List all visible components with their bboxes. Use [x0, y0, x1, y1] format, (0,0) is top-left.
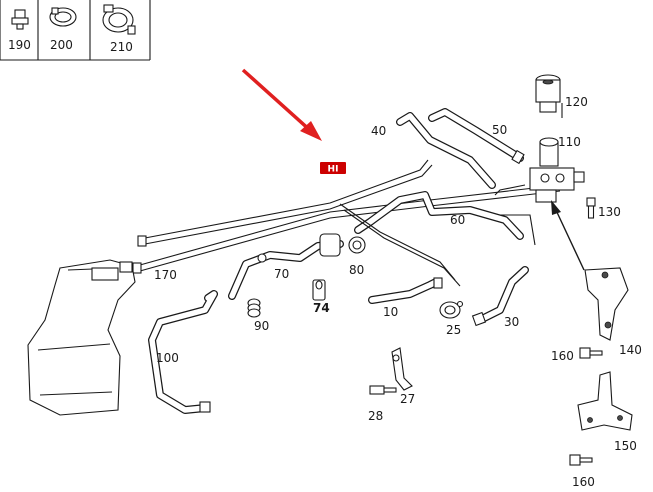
- black-pointer-arrow-icon: [551, 200, 585, 271]
- callout-170: 170: [154, 268, 177, 282]
- hose-60: [354, 191, 524, 240]
- hose-30: [471, 266, 529, 327]
- callout-28: 28: [368, 409, 383, 423]
- label-210: 210: [110, 40, 133, 54]
- part-200-clamp-icon: [49, 7, 77, 27]
- part-74: [312, 279, 326, 301]
- callout-120: 120: [565, 95, 588, 109]
- bracket-27: [391, 347, 413, 391]
- hose-10: [368, 277, 443, 304]
- label-200: 200: [50, 38, 73, 52]
- label-190: 190: [8, 38, 31, 52]
- callout-90: 90: [254, 319, 269, 333]
- bolt-160-upper: [579, 347, 603, 359]
- callout-140: 140: [619, 343, 642, 357]
- bracket-140: [584, 267, 629, 341]
- callout-160-lower: 160: [572, 475, 595, 489]
- callout-10: 10: [383, 305, 398, 319]
- callout-100: 100: [156, 351, 179, 365]
- part-210-clamp-icon: [102, 4, 136, 35]
- red-pointer-arrow-icon: [241, 68, 322, 141]
- callout-30: 30: [504, 315, 519, 329]
- bolt-28: [369, 385, 397, 395]
- callout-80: 80: [349, 263, 364, 277]
- pipe-mid: [339, 203, 536, 287]
- callout-130: 130: [598, 205, 621, 219]
- callout-70: 70: [274, 267, 289, 281]
- highlight-badge-text: HI: [328, 165, 339, 175]
- callout-25: 25: [446, 323, 461, 337]
- header-parts-table: 190 200 210: [0, 0, 151, 61]
- part-190-grommet-icon: [11, 9, 29, 30]
- part-25: [439, 300, 464, 319]
- hose-50: [428, 108, 525, 165]
- screw-130: [586, 197, 596, 219]
- hose-70: [228, 233, 344, 300]
- washer-reservoir: [27, 259, 136, 416]
- auxiliary-pump-120: [535, 74, 563, 118]
- part-90: [247, 298, 261, 318]
- callout-110: 110: [558, 135, 581, 149]
- callout-160-upper: 160: [551, 349, 574, 363]
- callout-labels: 10 25 27 28 30 40 50 60 70 74 80 90 100 …: [154, 95, 642, 489]
- bracket-150: [577, 371, 633, 431]
- callout-150: 150: [614, 439, 637, 453]
- valve-block-110: [494, 137, 585, 203]
- highlight-badge: HI: [320, 162, 346, 175]
- callout-60: 60: [450, 213, 465, 227]
- callout-74: 74: [313, 301, 330, 315]
- hose-40: [396, 112, 496, 189]
- callout-50: 50: [492, 123, 507, 137]
- callout-40: 40: [371, 124, 386, 138]
- bolt-160-lower: [569, 454, 593, 466]
- part-80: [348, 236, 366, 254]
- hose-100: [148, 290, 218, 414]
- callout-27: 27: [400, 392, 415, 406]
